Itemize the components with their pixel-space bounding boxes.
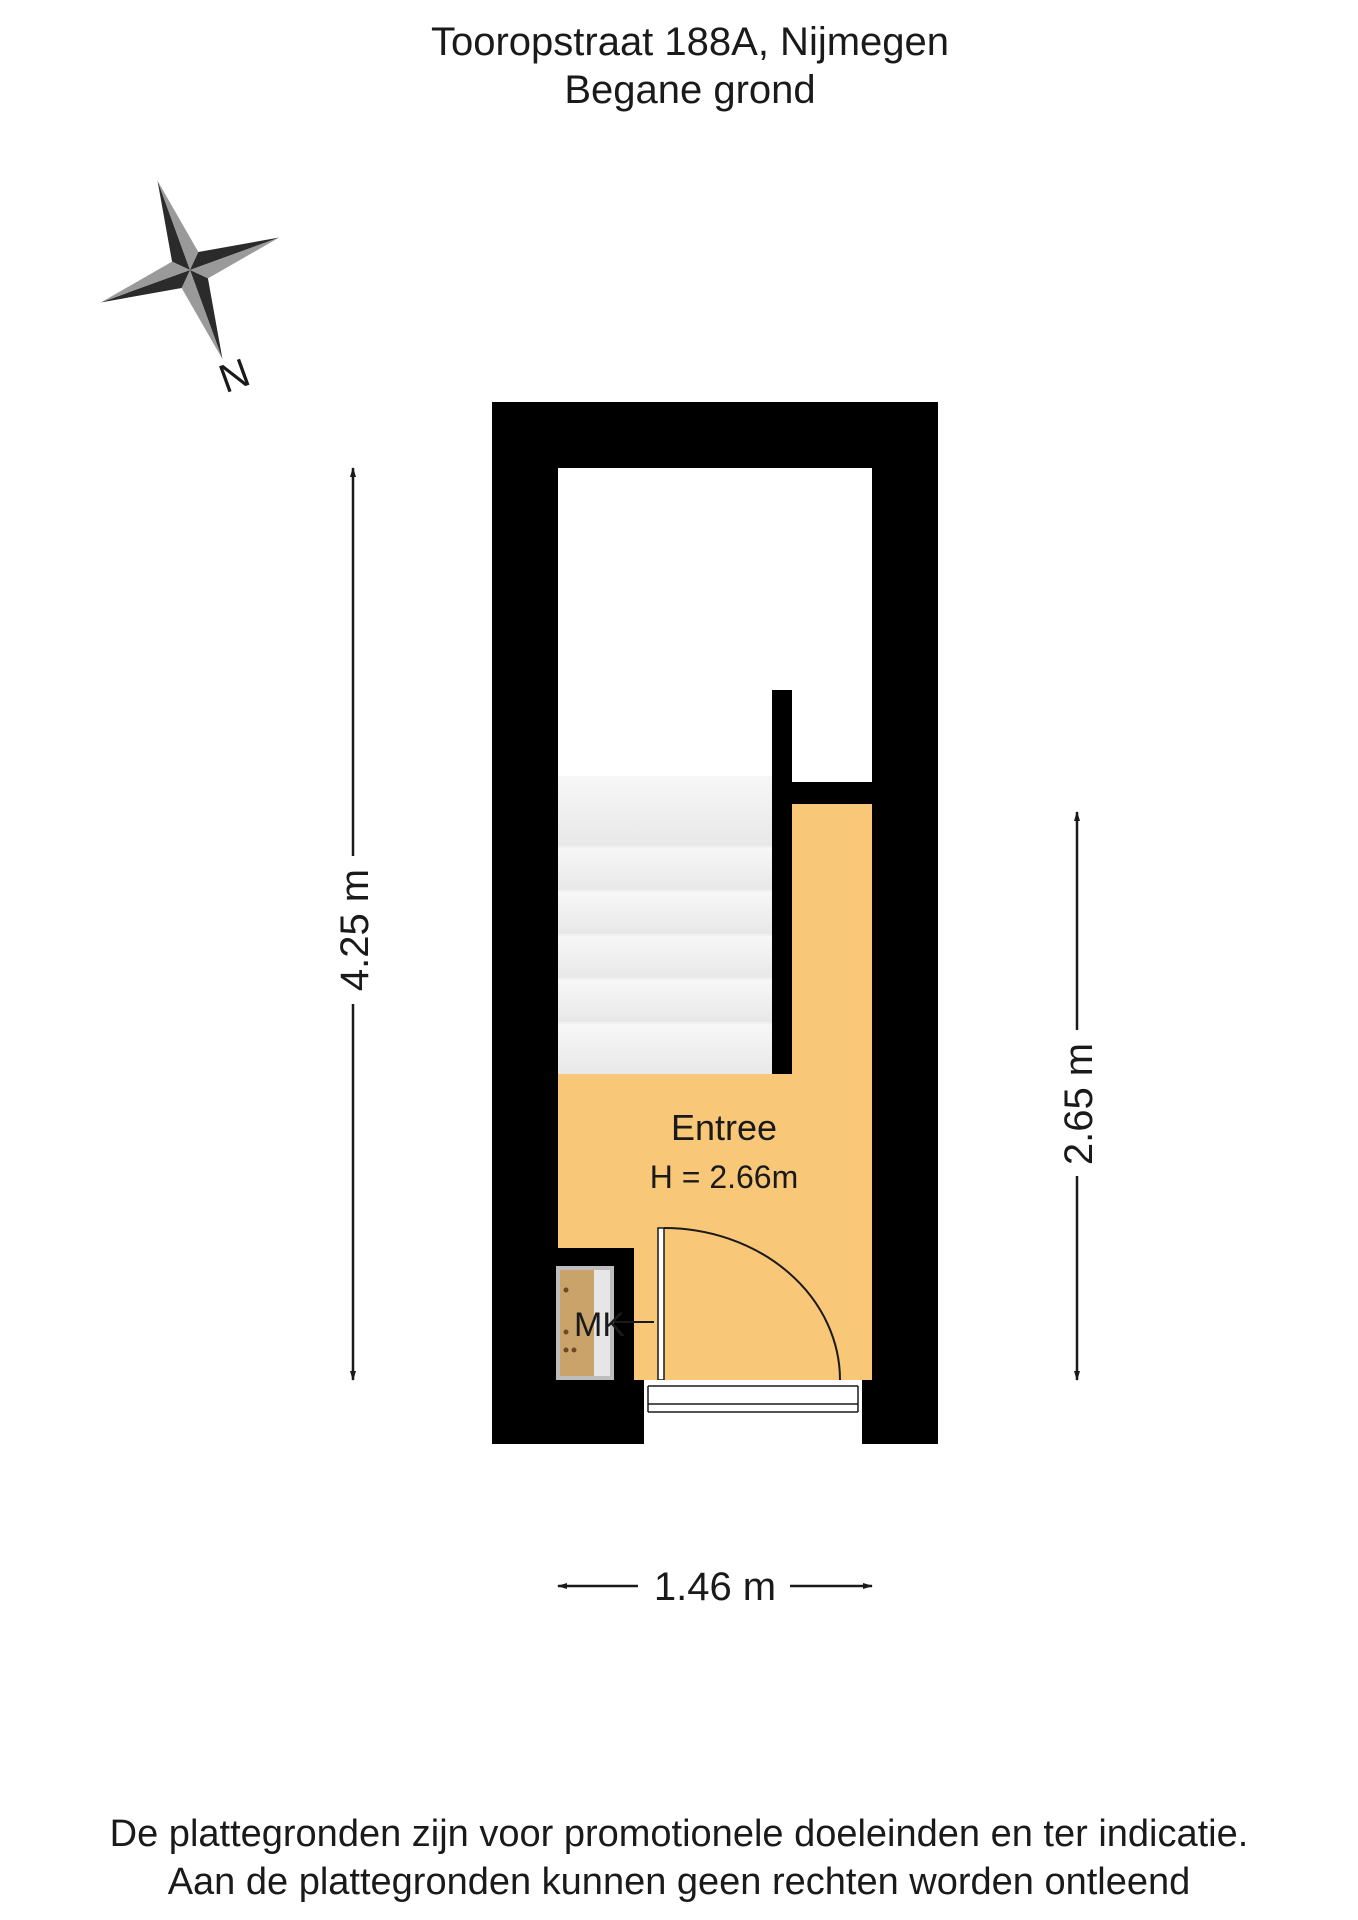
- staircase: [558, 776, 772, 1074]
- disclaimer-line-1: De plattegronden zijn voor promotionele …: [109, 1813, 1249, 1855]
- dimension-left-label: 4.25 m: [333, 869, 377, 991]
- dimension-bottom-label: 1.46 m: [654, 1565, 776, 1609]
- meter-cupboard-label: MK: [574, 1306, 625, 1344]
- stair-wall: [772, 690, 792, 1074]
- stair-landing-wall: [792, 782, 872, 804]
- disclaimer-line-2: Aan de plattegronden kunnen geen rechten…: [167, 1861, 1191, 1903]
- dimension-right-label: 2.65 m: [1057, 1043, 1101, 1165]
- compass-rose-icon: [100, 180, 280, 360]
- room-entree: [558, 804, 872, 1380]
- plan-floor-title: Begane grond: [564, 68, 816, 112]
- meter-cupboard: [556, 1248, 654, 1380]
- room-name-label: Entree: [671, 1107, 777, 1148]
- compass-north-label: N: [213, 351, 255, 402]
- room-height-label: H = 2.66m: [650, 1159, 799, 1195]
- entrance-threshold: [644, 1380, 862, 1444]
- plan-address-title: Tooropstraat 188A, Nijmegen: [430, 20, 950, 64]
